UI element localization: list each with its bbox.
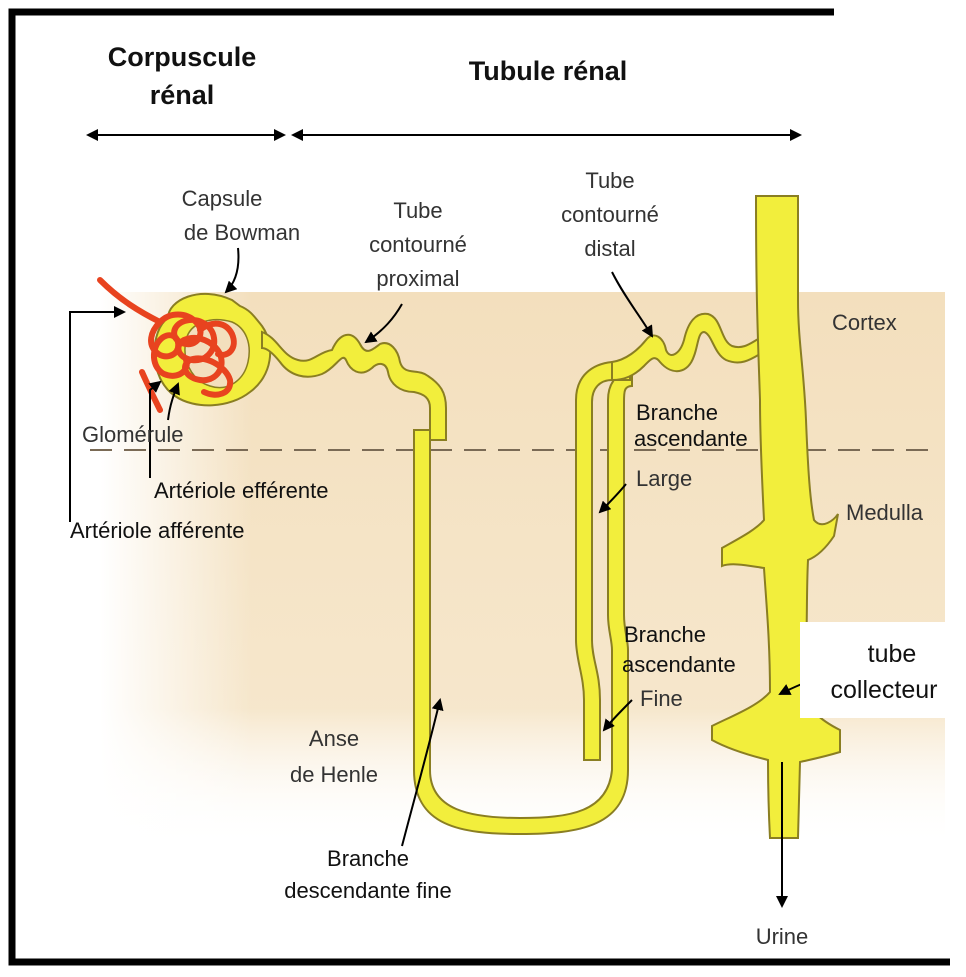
ba-fine-label: Branche [624,622,706,647]
ba-large-label-line2: ascendante [634,426,748,451]
capsule-label-line2: de Bowman [184,220,300,245]
tcd-label-line2: contourné [561,202,659,227]
ba-fine-label-line2: ascendante [622,652,736,677]
glomerule-label: Glomérule [82,422,183,447]
capsule-label: Capsule [182,186,263,211]
ba-large-label-line3: Large [636,466,692,491]
corpuscule-title: Corpuscule [108,42,257,72]
tcd-label: Tube [585,168,634,193]
arteriole-afferente-label: Artériole afférente [70,518,244,543]
anse-label-line2: de Henle [290,762,378,787]
tube-collecteur-label: tube [868,640,917,668]
tcp-label-line3: proximal [376,266,459,291]
bdf-label: Branche [327,846,409,871]
anse-label: Anse [309,726,359,751]
tube-collecteur-label-line2: collecteur [831,676,938,704]
tcd-label-line3: distal [584,236,635,261]
cortex-label: Cortex [832,310,897,335]
medulla-label: Medulla [846,500,924,525]
tubule-title: Tubule rénal [469,56,628,86]
ba-large-label: Branche [636,400,718,425]
tcp-label: Tube [393,198,442,223]
urine-label: Urine [756,924,809,949]
bdf-label-line2: descendante fine [284,878,452,903]
tcp-label-line2: contourné [369,232,467,257]
arteriole-efferente-label: Artériole efférente [154,478,328,503]
corpuscule-title-line2: rénal [150,80,215,110]
ba-fine-label-line3: Fine [640,686,683,711]
